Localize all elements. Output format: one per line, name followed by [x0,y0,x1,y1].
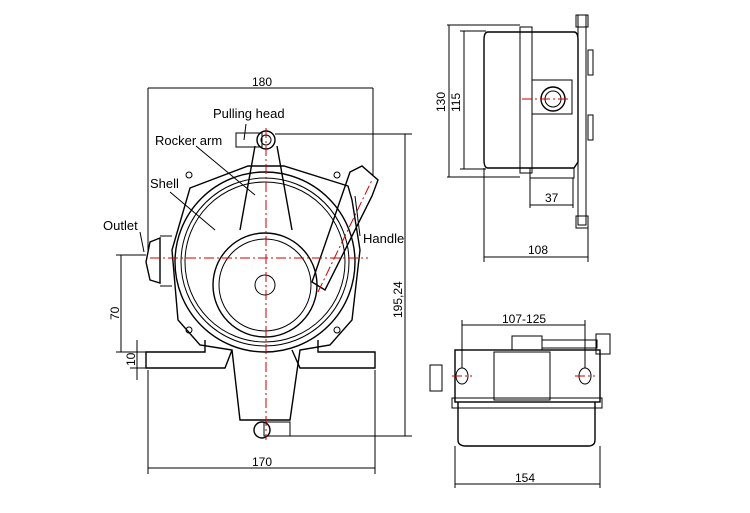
hub-center [254,274,276,296]
label-handle: Handle [363,231,404,246]
handle [311,165,379,291]
dim-108: 108 [528,243,548,257]
front-view [116,87,412,474]
rocker-arm [239,145,293,231]
side-view [447,14,594,262]
dim-10: 10 [124,352,138,366]
bottom-knob [253,421,271,439]
bottom-view [429,320,611,488]
dim-170: 170 [252,455,272,469]
shell-ring-outer [174,171,356,353]
label-pulling-head: Pulling head [213,106,285,121]
dim-130: 130 [434,92,448,112]
left-foot [145,340,233,369]
label-rocker-arm: Rocker arm [155,133,222,148]
dim-115: 115 [449,93,463,112]
shell-ring-inner [180,177,350,347]
right-foot [291,340,376,369]
dim-195-24: 195,24 [391,281,405,318]
pulling-head-block [235,132,263,148]
outlet [145,236,161,284]
bottom-body [457,402,596,447]
dim-180: 180 [252,75,272,89]
dim-107-125: 107-125 [502,312,546,326]
label-shell: Shell [150,176,179,191]
dim-154: 154 [515,471,535,485]
dim-37: 37 [545,191,559,205]
side-body [483,31,579,169]
hub [212,232,318,338]
label-outlet: Outlet [103,218,138,233]
dim-70: 70 [108,306,122,320]
